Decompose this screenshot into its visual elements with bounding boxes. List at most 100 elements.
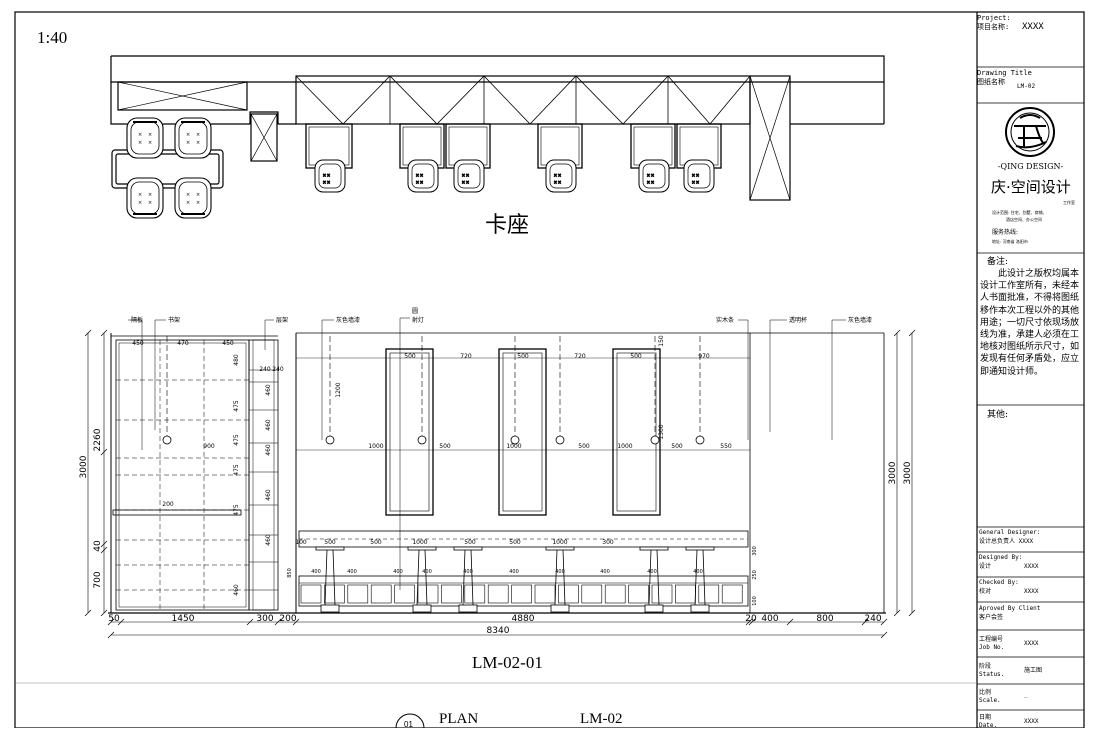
elevation-caption: LM-02-01: [472, 653, 543, 672]
svg-text:×: ×: [138, 132, 142, 138]
counter-cell: [464, 584, 486, 604]
svg-text:×: ×: [138, 140, 142, 146]
svg-text:×: ×: [186, 132, 190, 138]
dim-240: 240: [864, 614, 881, 624]
dim-tick: [745, 618, 753, 626]
tb-checked-by-value: XXXX: [1024, 588, 1039, 595]
counter-dim: 100: [295, 539, 307, 546]
svg-text:× ×: × ×: [692, 174, 699, 179]
svg-text:×: ×: [186, 192, 190, 198]
tb-drawing-title-cn: 图纸名称: [977, 78, 1005, 86]
svg-text:× ×: × ×: [647, 181, 654, 186]
label-wall-paint-right: 灰色墙漆: [848, 316, 872, 324]
tb-general-designer: General Designer: 设计总负责人 XXXX: [979, 528, 1086, 546]
counter-side-250: 250: [752, 570, 758, 580]
chair: ××××: [174, 177, 212, 219]
seat-dim: 400: [347, 569, 357, 575]
mirror-off-3: 1000: [506, 443, 521, 450]
tb-scale-en: Scale.: [979, 697, 1001, 704]
dim-tick: [107, 631, 115, 639]
mirror-off-5: 1000: [617, 443, 632, 450]
stool: × ×× ×: [638, 159, 670, 193]
rack-dim: 480: [233, 354, 240, 366]
tb-job-no-value: XXXX: [1024, 640, 1039, 647]
elevation-view: [84, 329, 916, 639]
svg-text:× ×: × ×: [416, 181, 423, 186]
tb-project: Project: 项目名称:XXXX: [977, 14, 1084, 32]
rack-dim: 475: [233, 504, 240, 516]
dim-left-2260: 2260: [93, 428, 103, 451]
counter-cell: [558, 584, 579, 604]
tb-approved-cn: 客户会签: [979, 614, 1004, 621]
svg-text:×: ×: [138, 192, 142, 198]
pendant-lamp: [695, 336, 705, 445]
svg-text:×: ×: [196, 200, 200, 206]
tb-other-title: 其他:: [987, 410, 1009, 420]
scale-label: 1:40: [37, 28, 67, 47]
label-rack: 层架: [276, 316, 288, 324]
counter-side-100: 100: [752, 596, 758, 606]
plan-code: LM-02: [580, 711, 623, 727]
dim-tick: [748, 618, 756, 626]
vmark-1300: 1300: [658, 424, 665, 439]
dim-total: 8340: [487, 626, 510, 636]
counter-cell: [721, 584, 743, 604]
tb-approved: Aproved By Client 客户会签: [979, 604, 1086, 622]
label-bookshelf: 书架: [168, 316, 180, 324]
mirror-off-1: 1000: [368, 443, 383, 450]
mirror-off-7: 550: [720, 443, 732, 450]
dim-left-40: 40: [93, 540, 103, 552]
dim-tick: [100, 540, 108, 548]
tb-studio-name: 庆·空间设计: [991, 178, 1071, 196]
label-lamp-1: 圆: [412, 308, 418, 315]
tb-logo-name: -QING DESIGN-: [997, 162, 1064, 171]
shelf-w-1: 450: [132, 340, 144, 347]
svg-text:×: ×: [186, 140, 190, 146]
seat-dim: 400: [311, 569, 321, 575]
tb-address: 地址: 河南省 洛阳市: [992, 239, 1028, 244]
dim-20: 20: [745, 614, 757, 624]
plan-number: 01: [404, 720, 413, 728]
svg-text:×: ×: [148, 192, 152, 198]
tb-job-no-en: Job No.: [979, 644, 1005, 651]
dim-tick: [100, 329, 108, 337]
svg-text:×: ×: [196, 132, 200, 138]
svg-text:×: ×: [196, 140, 200, 146]
stool: × ×× ×: [453, 159, 485, 193]
tb-status-en: Status.: [979, 671, 1005, 678]
counter-cell: [581, 584, 603, 604]
dim-left-700: 700: [93, 571, 103, 588]
dim-tick: [861, 618, 869, 626]
tb-date-cn: 日期: [979, 714, 992, 721]
dim-left-3000: 3000: [79, 455, 89, 478]
chair: ××××: [126, 177, 164, 219]
tb-scope: 设计范围: 住宅、别墅、商铺、 酒店空间、办公空间: [992, 209, 1099, 223]
tb-drawing-title-value: LM-02: [1017, 83, 1036, 90]
dim-right-3000-a: 3000: [888, 461, 898, 484]
shelf-other-1: 900: [203, 443, 215, 450]
bar-stool: [685, 546, 715, 613]
mirror-w-5: 500: [630, 353, 642, 360]
tb-checked-by-en: Checked By:: [979, 579, 1019, 586]
shelf-w-3: 450: [222, 340, 234, 347]
tb-designed-by-value: XXXX: [1024, 563, 1039, 570]
mirror-panel: [498, 348, 547, 516]
tb-project-label-cn: 项目名称:: [977, 23, 1010, 31]
shelf-small-1: 240: [259, 366, 271, 373]
chair: ××××: [126, 117, 164, 159]
tb-date-value: XXXX: [1024, 718, 1039, 725]
tb-studio-suffix: 工作室: [1063, 200, 1075, 205]
tb-scope-2: 酒店空间、办公空间: [1006, 217, 1042, 222]
rack-dim: 460: [233, 584, 240, 596]
seat-dim: 400: [555, 569, 565, 575]
vmark-150: 150: [658, 335, 665, 347]
mirror-w-1: 500: [404, 353, 416, 360]
tb-scale-value: _: [1024, 691, 1028, 698]
tb-notes-text: 此设计之版权均属本设计工作室所有，未经本人书面批准，不得将图纸移作本次工程以外的…: [980, 269, 1080, 377]
svg-text:×: ×: [148, 132, 152, 138]
dim-tick: [880, 631, 888, 639]
mirror-w-3: 500: [517, 353, 529, 360]
tb-status: 阶段 Status. 施工图: [979, 663, 1086, 679]
tb-job-no: 工程编号 Job No. XXXX: [979, 636, 1086, 652]
